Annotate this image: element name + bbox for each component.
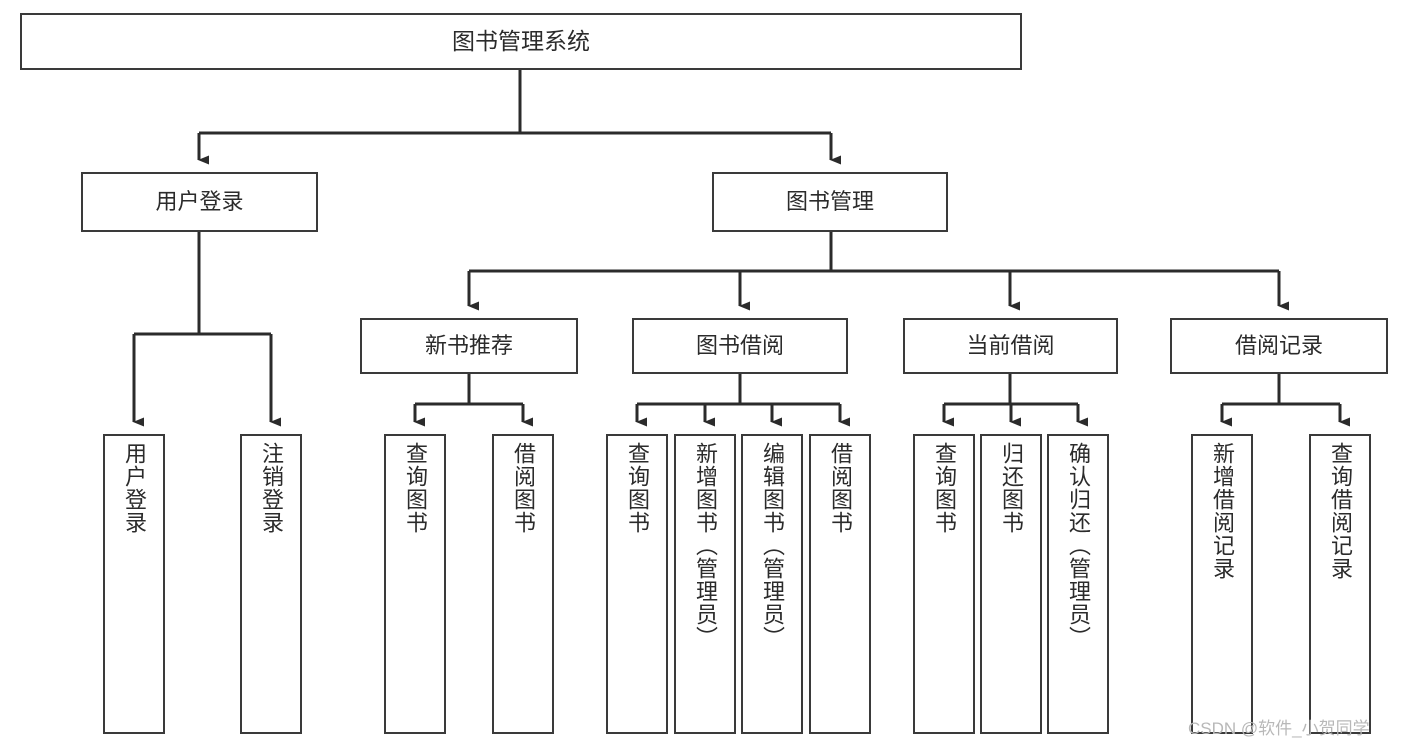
leaf-bb-edit-book-label: 编辑图书（管理员） <box>759 442 785 649</box>
leaf-br-add-record-label: 新增借阅记录 <box>1209 442 1235 580</box>
leaf-bb-add-book[interactable]: 新增图书（管理员） <box>674 434 736 734</box>
leaf-user-login-label: 用户登录 <box>121 442 147 534</box>
node-user-login[interactable]: 用户登录 <box>81 172 318 232</box>
leaf-cb-confirm-return-label: 确认归还（管理员） <box>1065 442 1091 649</box>
leaf-logout-label: 注销登录 <box>258 442 284 534</box>
node-book-manage[interactable]: 图书管理 <box>712 172 948 232</box>
leaf-logout[interactable]: 注销登录 <box>240 434 302 734</box>
leaf-nb-query-book[interactable]: 查询图书 <box>384 434 446 734</box>
leaf-cb-query-book[interactable]: 查询图书 <box>913 434 975 734</box>
leaf-br-query-record-label: 查询借阅记录 <box>1327 442 1353 580</box>
leaf-user-login[interactable]: 用户登录 <box>103 434 165 734</box>
leaf-cb-return-book[interactable]: 归还图书 <box>980 434 1042 734</box>
csdn-watermark: CSDN @软件_小贺同学 <box>1188 719 1370 738</box>
node-new-book-recommend-label: 新书推荐 <box>424 332 513 358</box>
node-root-system-label: 图书管理系统 <box>452 27 590 54</box>
node-new-book-recommend[interactable]: 新书推荐 <box>360 318 578 374</box>
leaf-bb-query-book-label: 查询图书 <box>624 442 650 534</box>
leaf-bb-borrow-book-label: 借阅图书 <box>827 442 853 534</box>
leaf-nb-borrow-book[interactable]: 借阅图书 <box>492 434 554 734</box>
leaf-bb-query-book[interactable]: 查询图书 <box>606 434 668 734</box>
node-root-system[interactable]: 图书管理系统 <box>20 13 1022 70</box>
node-current-borrow-label: 当前借阅 <box>966 332 1055 358</box>
leaf-nb-query-book-label: 查询图书 <box>402 442 428 534</box>
leaf-bb-add-book-label: 新增图书（管理员） <box>692 442 718 649</box>
node-current-borrow[interactable]: 当前借阅 <box>903 318 1118 374</box>
leaf-bb-edit-book[interactable]: 编辑图书（管理员） <box>741 434 803 734</box>
leaf-bb-borrow-book[interactable]: 借阅图书 <box>809 434 871 734</box>
node-book-borrow[interactable]: 图书借阅 <box>632 318 848 374</box>
node-user-login-label: 用户登录 <box>155 188 244 214</box>
leaf-cb-confirm-return[interactable]: 确认归还（管理员） <box>1047 434 1109 734</box>
leaf-br-query-record[interactable]: 查询借阅记录 <box>1309 434 1371 734</box>
node-borrow-record[interactable]: 借阅记录 <box>1170 318 1388 374</box>
node-borrow-record-label: 借阅记录 <box>1234 332 1323 358</box>
node-book-borrow-label: 图书借阅 <box>695 332 784 358</box>
node-book-manage-label: 图书管理 <box>785 188 874 214</box>
leaf-nb-borrow-book-label: 借阅图书 <box>510 442 536 534</box>
leaf-cb-return-book-label: 归还图书 <box>998 442 1024 534</box>
leaf-cb-query-book-label: 查询图书 <box>931 442 957 534</box>
leaf-br-add-record[interactable]: 新增借阅记录 <box>1191 434 1253 734</box>
